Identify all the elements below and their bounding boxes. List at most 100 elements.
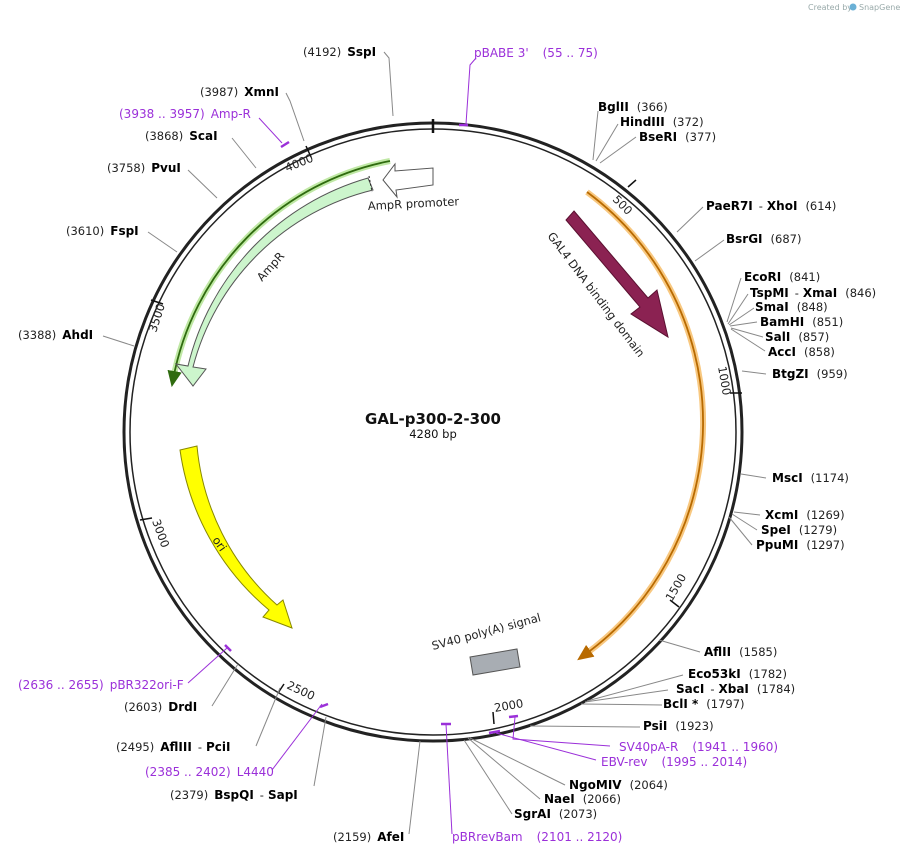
- tick-1500: [669, 599, 680, 608]
- leader-xcmi: [733, 511, 761, 516]
- gal4-dbd-arrow: [565, 210, 669, 339]
- leader-pvui: [187, 169, 218, 199]
- leader-saci: [584, 689, 669, 703]
- enzyme-sgrai[interactable]: SgrAI(2073): [514, 807, 597, 821]
- enzyme-tspmi-xmai[interactable]: TspMI-XmaI(846): [750, 286, 876, 300]
- primer-pbabe3[interactable]: pBABE 3'(55 .. 75): [474, 46, 598, 60]
- enzyme-acci[interactable]: AccI(858): [768, 345, 835, 359]
- tick-3500: [150, 299, 164, 305]
- enzyme-eco53ki[interactable]: Eco53kI(1782): [688, 667, 787, 681]
- tick-label-2000: 2000: [493, 696, 524, 715]
- enzyme-saci-xbai[interactable]: SacI-XbaI(1784): [676, 682, 795, 696]
- tick-500: [627, 179, 637, 188]
- leader-msci: [740, 473, 767, 479]
- enzyme-afliii-pcii[interactable]: (2495)AflIII-PciI: [116, 740, 230, 754]
- leader-drdi: [211, 663, 239, 707]
- leader-bglii: [592, 110, 599, 161]
- primer-ebv-rev[interactable]: EBV-rev(1995 .. 2014): [601, 755, 747, 769]
- leader-bsrgi: [694, 239, 725, 262]
- leader-bcli: [580, 703, 663, 706]
- enzyme-afei[interactable]: (2159)AfeI: [333, 830, 404, 844]
- leader-bspqi: [313, 716, 327, 787]
- enzyme-aflii[interactable]: AflII(1585): [704, 645, 777, 659]
- leader-spei: [731, 513, 758, 531]
- tick-4000: [305, 145, 312, 158]
- enzyme-fspi[interactable]: (3610)FspI: [66, 224, 139, 238]
- enzyme-sali[interactable]: SalI(857): [765, 330, 829, 344]
- enzyme-bsrgi[interactable]: BsrGI(687): [726, 232, 801, 246]
- enzyme-xmni[interactable]: (3987)XmnI: [200, 85, 279, 99]
- leader-xmni: [285, 92, 305, 142]
- leader-eco53ki: [586, 674, 684, 702]
- snapgene-credit: Created by SnapGene: [808, 3, 900, 12]
- leader-acci: [730, 328, 766, 352]
- leader-l4440: [271, 703, 323, 771]
- plasmid-name: GAL-p300-2-300: [365, 410, 501, 428]
- enzyme-sspi[interactable]: (4192)SspI: [303, 45, 376, 59]
- enzyme-psii[interactable]: PsiI(1923): [643, 719, 714, 733]
- leader-ppumi: [728, 516, 753, 546]
- enzyme-hindiii[interactable]: HindIII(372): [620, 115, 704, 129]
- enzyme-bseri[interactable]: BseRI(377): [639, 130, 716, 144]
- leader-btgzi: [741, 370, 767, 375]
- enzyme-msci[interactable]: MscI(1174): [772, 471, 849, 485]
- ampr-label: AmpR: [254, 249, 287, 284]
- plasmid-length: 4280 bp: [409, 427, 457, 441]
- enzyme-spei[interactable]: SpeI(1279): [761, 523, 837, 537]
- backbone: [122, 119, 744, 743]
- leader-sali: [730, 327, 764, 338]
- leader-ecori: [726, 277, 742, 323]
- enzyme-leader-lines: [102, 51, 767, 835]
- enzyme-pvui[interactable]: (3758)PvuI: [107, 161, 181, 175]
- enzyme-naei[interactable]: NaeI(2066): [544, 792, 621, 806]
- feature-ampr: AmpR: [174, 177, 374, 387]
- mark-amp-r: [280, 140, 290, 149]
- enzyme-btgzi[interactable]: BtgZI(959): [772, 367, 848, 381]
- enzyme-ppumi[interactable]: PpuMI(1297): [756, 538, 845, 552]
- enzyme-ngomiv[interactable]: NgoMIV(2064): [569, 778, 668, 792]
- leader-afei: [408, 740, 421, 835]
- feature-ampr-promoter: AmpR promoter: [367, 162, 460, 213]
- leader-sgrai: [463, 739, 513, 815]
- leader-amp-r: [258, 117, 283, 144]
- primer-pbr322ori-f[interactable]: (2636 .. 2655)pBR322ori-F: [18, 678, 184, 692]
- tick-label-3000: 3000: [149, 517, 172, 549]
- enzyme-smai[interactable]: SmaI(848): [755, 300, 828, 314]
- credit-brand: SnapGene: [859, 3, 900, 12]
- mark-ebv-rev: [488, 729, 501, 735]
- enzyme-bspqi-sapi[interactable]: (2379)BspQI-SapI: [170, 788, 298, 802]
- feature-sv40-polya: SV40 poly(A) signal: [430, 610, 542, 676]
- leader-ebv-rev: [495, 732, 597, 761]
- enzyme-bglii[interactable]: BglII(366): [598, 100, 668, 114]
- enzyme-ahdi[interactable]: (3388)AhdI: [18, 328, 93, 342]
- snapgene-logo-icon: [849, 3, 857, 11]
- primer-amp-r[interactable]: (3938 .. 3957)Amp-R: [119, 107, 251, 121]
- leader-afliii: [255, 687, 281, 747]
- enzyme-bcli[interactable]: BclI *(1797): [663, 697, 745, 711]
- primer-l4440[interactable]: (2385 .. 2402)L4440: [145, 765, 274, 779]
- leader-xhoi: [676, 206, 704, 233]
- enzyme-paer7i-xhoi[interactable]: PaeR7I-XhoI(614): [706, 199, 836, 213]
- leader-pbabe3: [465, 57, 477, 125]
- ori-arrow: [179, 445, 293, 629]
- leader-pbrrevbam: [445, 723, 453, 835]
- ampr-promoter-label: AmpR promoter: [367, 194, 459, 213]
- enzyme-drdi[interactable]: (2603)DrdI: [124, 700, 197, 714]
- sv40-polya-box: [469, 648, 521, 676]
- leader-ngomiv: [469, 737, 566, 786]
- leader-tspmi: [727, 293, 749, 325]
- enzyme-ecori[interactable]: EcoRI(841): [744, 270, 820, 284]
- leader-pbr322ori: [187, 647, 228, 684]
- enzyme-xcmi[interactable]: XcmI(1269): [765, 508, 845, 522]
- enzyme-bamhi[interactable]: BamHI(851): [760, 315, 843, 329]
- primer-sv40pa-r[interactable]: SV40pA-R(1941 .. 1960): [619, 740, 778, 754]
- ampr-promoter-boundary: [368, 175, 373, 193]
- leader-sv40pa-r: [512, 716, 611, 747]
- primer-pbrrevbam[interactable]: pBRrevBam(2101 .. 2120): [452, 830, 622, 844]
- leader-ahdi: [102, 335, 135, 347]
- enzyme-scai[interactable]: (3868)ScaI: [145, 129, 218, 143]
- mark-pbr322ori: [224, 644, 232, 652]
- sv40-polya-label: SV40 poly(A) signal: [430, 610, 542, 653]
- tick-label-4000: 4000: [283, 151, 315, 175]
